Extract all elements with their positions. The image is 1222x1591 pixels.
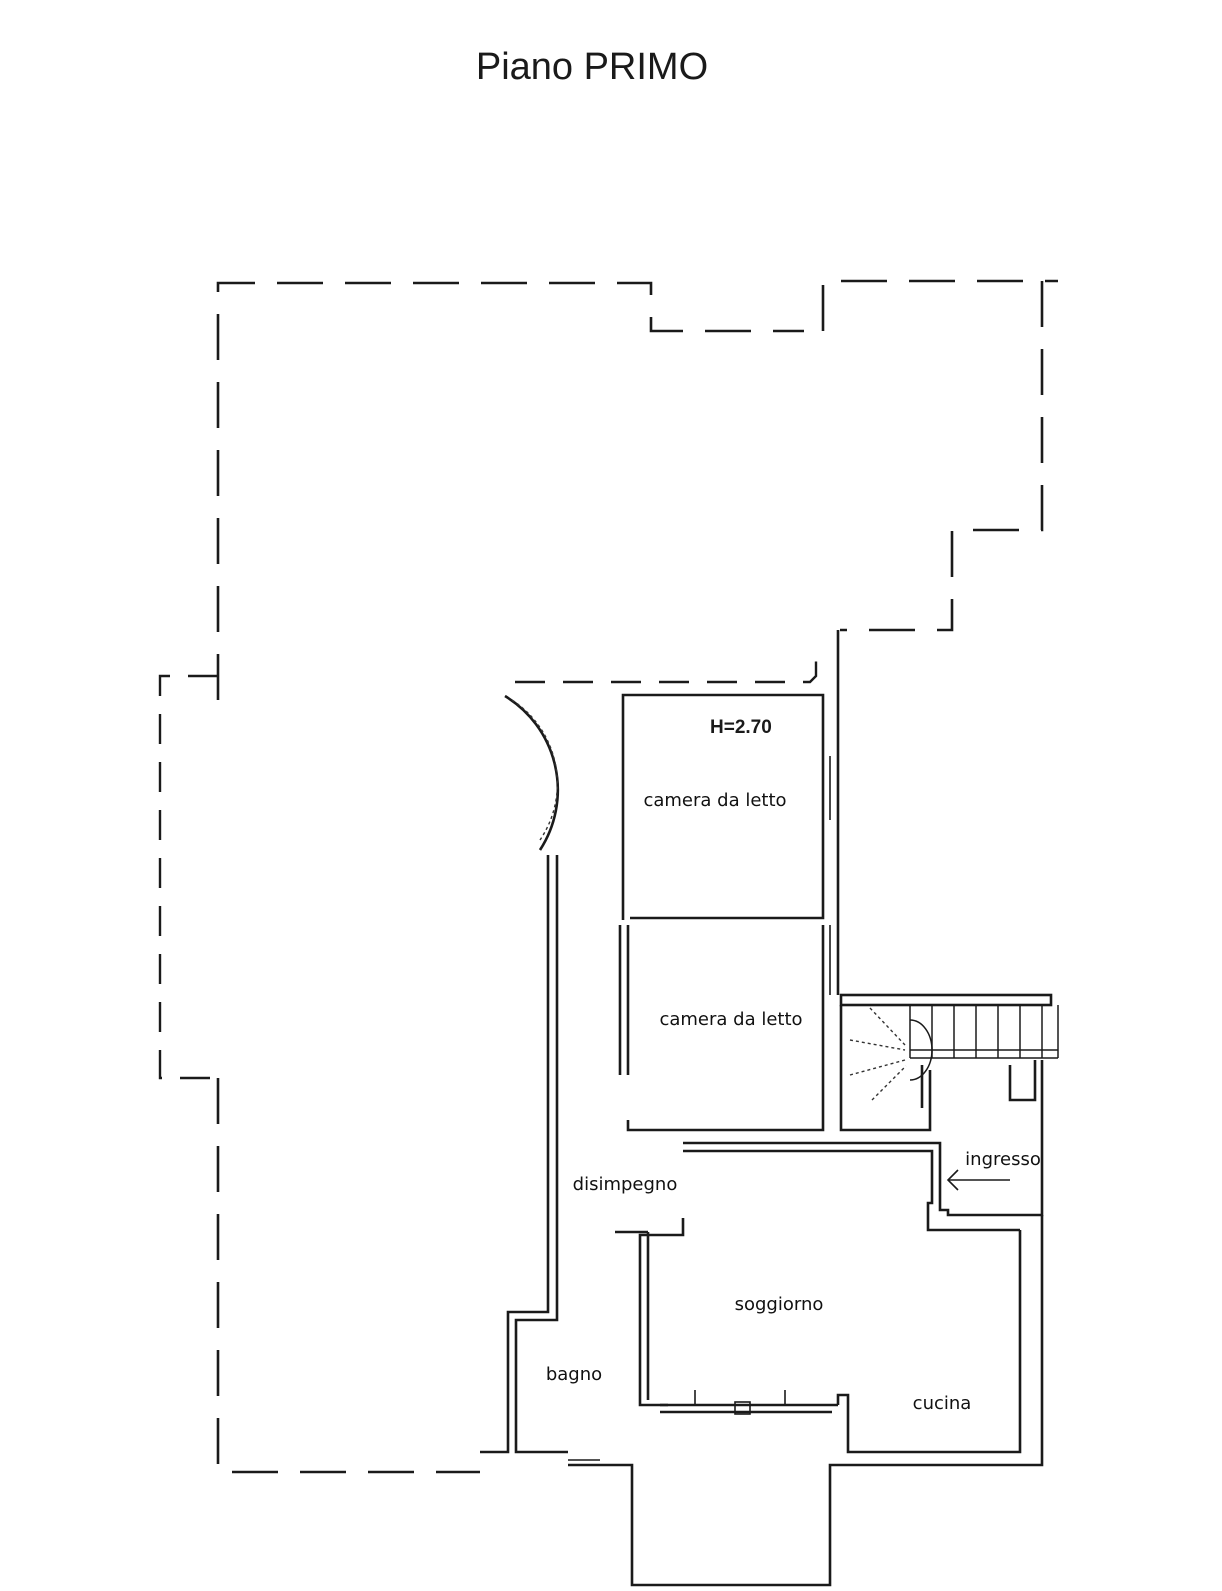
room-label-camera-1: camera da letto	[643, 790, 786, 811]
staircase	[849, 1005, 1059, 1101]
room-label-camera-2: camera da letto	[659, 1009, 802, 1030]
ceiling-height-label: H=2.70	[710, 717, 772, 738]
room-label-bagno: bagno	[546, 1364, 602, 1385]
terrace-outline	[158, 279, 1058, 1474]
apartment-walls	[480, 630, 1053, 1587]
plan-title: Piano PRIMO	[476, 46, 708, 88]
room-label-soggiorno: soggiorno	[735, 1294, 824, 1315]
room-label-ingresso: ingresso	[965, 1149, 1041, 1170]
room-label-disimpegno: disimpegno	[573, 1174, 678, 1195]
room-label-cucina: cucina	[913, 1393, 972, 1414]
entrance-arrow	[946, 1169, 1010, 1191]
